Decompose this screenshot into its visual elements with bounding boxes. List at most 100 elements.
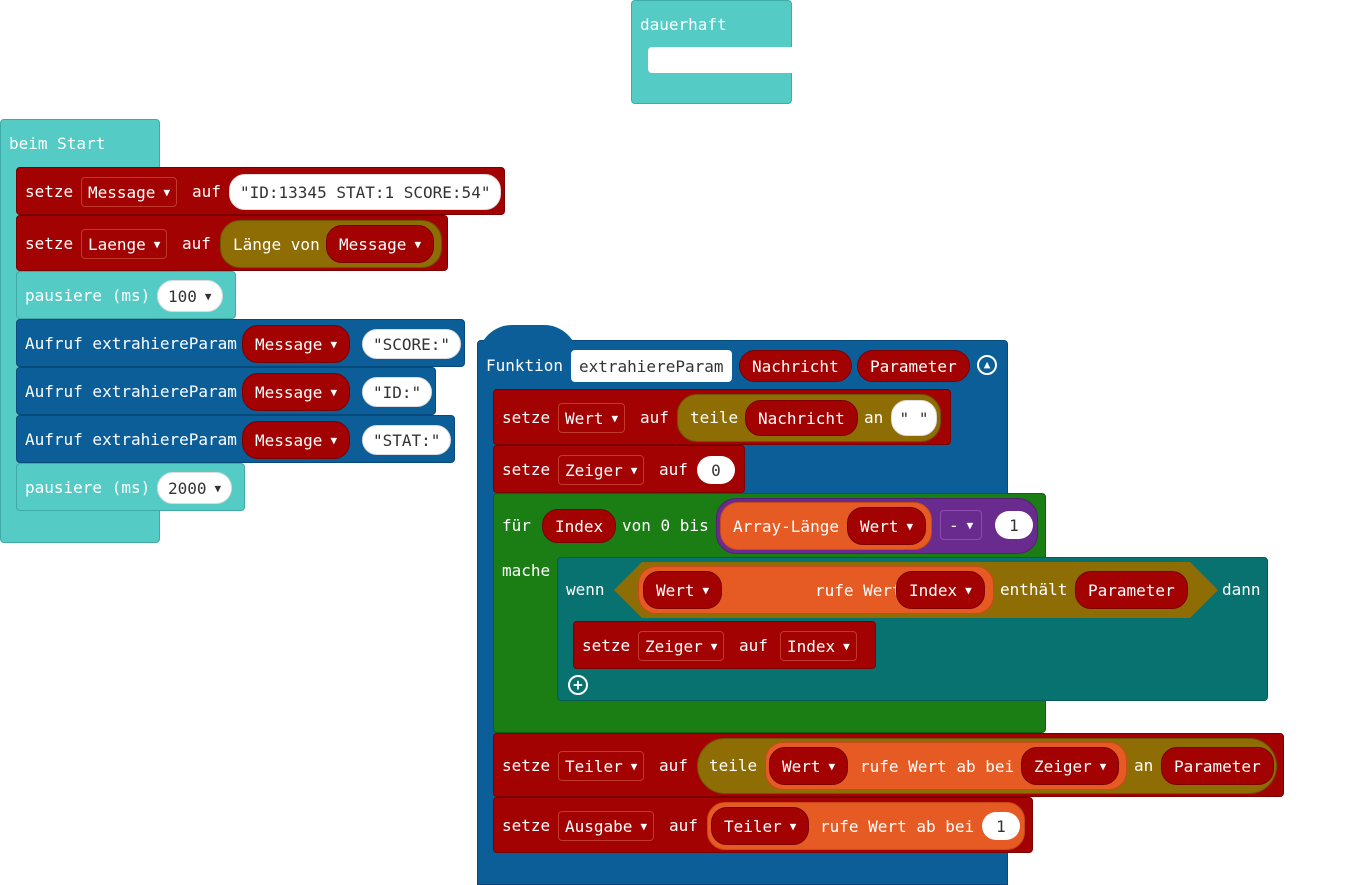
chevron-down-icon: ▼ bbox=[789, 819, 797, 833]
function-name-input[interactable]: extrahiereParam bbox=[571, 350, 732, 382]
auf-keyword: auf bbox=[640, 408, 669, 427]
chevron-down-icon: ▼ bbox=[414, 237, 422, 251]
chevron-down-icon: ▼ bbox=[611, 411, 619, 425]
set-keyword: setze bbox=[502, 460, 551, 479]
then-keyword: dann bbox=[1222, 580, 1261, 599]
range-keyword: von 0 bis bbox=[622, 516, 709, 535]
set-zeiger-index-block[interactable]: setze Zeiger▼ auf Index▼ bbox=[573, 621, 876, 669]
loop-var-index[interactable]: Index bbox=[542, 509, 617, 543]
chevron-down-icon: ▼ bbox=[630, 759, 638, 773]
chevron-down-icon: ▼ bbox=[828, 759, 836, 773]
auf-keyword: auf bbox=[669, 816, 698, 835]
number-input-one[interactable]: 1 bbox=[982, 812, 1020, 840]
arg-nachricht[interactable]: Nachricht bbox=[745, 400, 858, 436]
chevron-down-icon: ▼ bbox=[640, 819, 648, 833]
an-keyword: an bbox=[1134, 756, 1154, 775]
function-param-parameter[interactable]: Parameter bbox=[857, 350, 970, 382]
auf-keyword: auf bbox=[182, 234, 211, 253]
variable-dropdown-zeiger[interactable]: Zeiger▼ bbox=[558, 455, 645, 485]
chevron-down-icon: ▼ bbox=[630, 463, 638, 477]
chevron-down-icon: ▼ bbox=[214, 481, 222, 495]
split-keyword: teile bbox=[709, 756, 758, 775]
collapse-icon[interactable]: ▲ bbox=[977, 355, 997, 375]
arg-message[interactable]: Message▼ bbox=[242, 421, 351, 459]
set-keyword: setze bbox=[25, 182, 74, 201]
variable-dropdown-index[interactable]: Index▼ bbox=[780, 631, 857, 661]
function-hat bbox=[478, 325, 578, 359]
variable-dropdown-teiler[interactable]: Teiler▼ bbox=[558, 751, 645, 781]
forever-slot bbox=[648, 47, 793, 73]
set-laenge-block[interactable]: setze Laenge▼ auf Länge von Message▼ bbox=[16, 215, 448, 271]
arg-string-score[interactable]: "SCORE:" bbox=[362, 329, 462, 359]
pause-label: pausiere (ms) bbox=[25, 478, 151, 497]
set-keyword: setze bbox=[502, 408, 551, 427]
pause-value-dropdown[interactable]: 2000▼ bbox=[157, 472, 233, 504]
do-keyword: mache bbox=[502, 561, 551, 580]
contains-keyword: enthält bbox=[1000, 580, 1068, 599]
set-zeiger-block[interactable]: setze Zeiger▼ auf 0 bbox=[493, 445, 745, 493]
variable-dropdown-message[interactable]: Message▼ bbox=[81, 177, 178, 207]
separator-string[interactable]: " " bbox=[891, 400, 937, 436]
arg-wert[interactable]: Wert▼ bbox=[643, 571, 723, 609]
chevron-down-icon: ▼ bbox=[966, 518, 974, 532]
an-keyword: an bbox=[864, 408, 884, 427]
variable-dropdown-zeiger[interactable]: Zeiger▼ bbox=[638, 631, 725, 661]
on-start-label: beim Start bbox=[9, 134, 106, 153]
function-param-nachricht[interactable]: Nachricht bbox=[739, 350, 852, 382]
set-wert-block[interactable]: setze Wert▼ auf teile Nachricht an " " bbox=[493, 389, 951, 445]
chevron-down-icon: ▼ bbox=[330, 385, 338, 399]
call-extract-score[interactable]: Aufruf extrahiereParam Message▼ "SCORE:" bbox=[16, 319, 465, 367]
set-message-block[interactable]: setze Message▼ auf "ID:13345 STAT:1 SCOR… bbox=[16, 167, 505, 215]
set-keyword: setze bbox=[502, 756, 551, 775]
split-keyword: teile bbox=[690, 408, 739, 427]
add-else-icon[interactable]: + bbox=[568, 675, 588, 695]
auf-keyword: auf bbox=[192, 182, 221, 201]
chevron-down-icon: ▼ bbox=[906, 519, 914, 533]
arg-string-stat[interactable]: "STAT:" bbox=[362, 425, 452, 455]
if-keyword: wenn bbox=[566, 580, 605, 599]
pause-label: pausiere (ms) bbox=[25, 286, 151, 305]
for-keyword: für bbox=[502, 516, 531, 535]
variable-message[interactable]: Message▼ bbox=[326, 225, 435, 263]
variable-dropdown-laenge[interactable]: Laenge▼ bbox=[81, 229, 168, 259]
variable-dropdown-ausgabe[interactable]: Ausgabe▼ bbox=[558, 811, 655, 841]
chevron-down-icon: ▼ bbox=[163, 185, 171, 199]
variable-dropdown-wert[interactable]: Wert▼ bbox=[558, 403, 626, 433]
chevron-down-icon: ▼ bbox=[330, 337, 338, 351]
arg-wert[interactable]: Wert▼ bbox=[769, 747, 849, 785]
chevron-down-icon: ▼ bbox=[204, 289, 212, 303]
pause-value-dropdown[interactable]: 100▼ bbox=[157, 280, 223, 312]
arg-teiler[interactable]: Teiler▼ bbox=[711, 807, 810, 845]
chevron-down-icon: ▼ bbox=[965, 583, 972, 597]
chevron-down-icon: ▼ bbox=[330, 433, 338, 447]
forever-block[interactable]: dauerhaft bbox=[631, 0, 793, 104]
auf-keyword: auf bbox=[739, 636, 768, 655]
call-label: Aufruf extrahiereParam bbox=[25, 430, 237, 449]
arg-wert[interactable]: Wert▼ bbox=[847, 507, 927, 545]
arg-message[interactable]: Message▼ bbox=[242, 325, 351, 363]
call-label: Aufruf extrahiereParam bbox=[25, 334, 237, 353]
forever-label: dauerhaft bbox=[640, 15, 727, 34]
arg-string-id[interactable]: "ID:" bbox=[362, 377, 433, 407]
operator-dropdown[interactable]: -▼ bbox=[940, 510, 983, 540]
pause-block-2000[interactable]: pausiere (ms) 2000▼ bbox=[16, 463, 245, 511]
arg-zeiger[interactable]: Zeiger▼ bbox=[1021, 747, 1120, 785]
arg-parameter[interactable]: Parameter bbox=[1161, 747, 1274, 785]
set-teiler-block[interactable]: setze Teiler▼ auf teile rufe Wert ab bei… bbox=[493, 733, 1284, 797]
arg-index[interactable]: Index▼ bbox=[896, 571, 985, 609]
string-input-message[interactable]: "ID:13345 STAT:1 SCORE:54" bbox=[229, 174, 502, 210]
number-input-one[interactable]: 1 bbox=[995, 511, 1033, 539]
arg-parameter[interactable]: Parameter bbox=[1075, 571, 1188, 609]
chevron-down-icon: ▼ bbox=[1099, 759, 1107, 773]
if-block[interactable]: wenn rufe Wert ab bei Wert▼ Index▼ enthä… bbox=[557, 557, 1268, 701]
arg-message[interactable]: Message▼ bbox=[242, 373, 351, 411]
pause-block-100[interactable]: pausiere (ms) 100▼ bbox=[16, 271, 236, 319]
auf-keyword: auf bbox=[659, 460, 688, 479]
call-extract-stat[interactable]: Aufruf extrahiereParam Message▼ "STAT:" bbox=[16, 415, 455, 463]
chevron-down-icon: ▼ bbox=[702, 583, 710, 597]
set-ausgabe-block[interactable]: setze Ausgabe▼ auf rufe Wert ab bei Teil… bbox=[493, 797, 1033, 853]
number-input-zero[interactable]: 0 bbox=[697, 456, 735, 484]
call-label: Aufruf extrahiereParam bbox=[25, 382, 237, 401]
chevron-down-icon: ▼ bbox=[153, 237, 161, 251]
call-extract-id[interactable]: Aufruf extrahiereParam Message▼ "ID:" bbox=[16, 367, 436, 415]
